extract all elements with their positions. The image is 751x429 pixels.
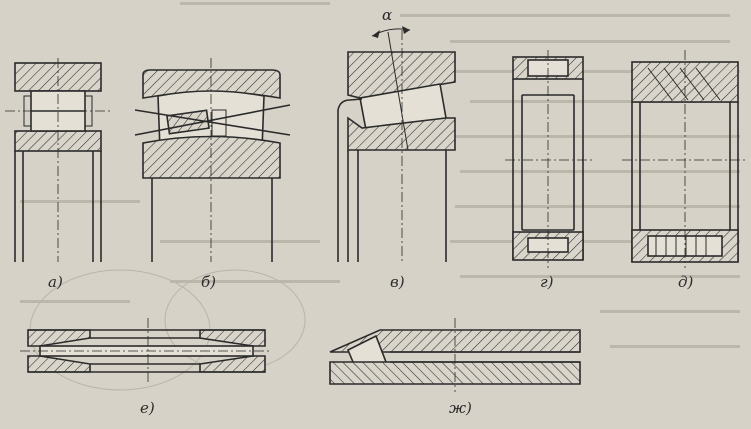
label-zh: ж) <box>449 399 472 417</box>
bearing-g: г) <box>505 50 592 291</box>
angle-alpha-label: α <box>382 6 392 24</box>
label-a: а) <box>48 273 63 291</box>
label-b: б) <box>201 273 216 291</box>
bearing-v: α в) <box>337 6 456 291</box>
bearing-d: д) <box>622 50 748 291</box>
background-ghost-text <box>20 2 740 391</box>
bearing-zh: ж) <box>329 318 581 417</box>
label-e: е) <box>140 399 155 417</box>
label-v: в) <box>390 273 405 291</box>
bearing-e: е) <box>20 318 272 417</box>
bearing-a: а) <box>5 58 112 291</box>
label-g: г) <box>540 273 554 291</box>
bearing-b: б) <box>134 58 291 291</box>
label-d: д) <box>678 273 694 291</box>
